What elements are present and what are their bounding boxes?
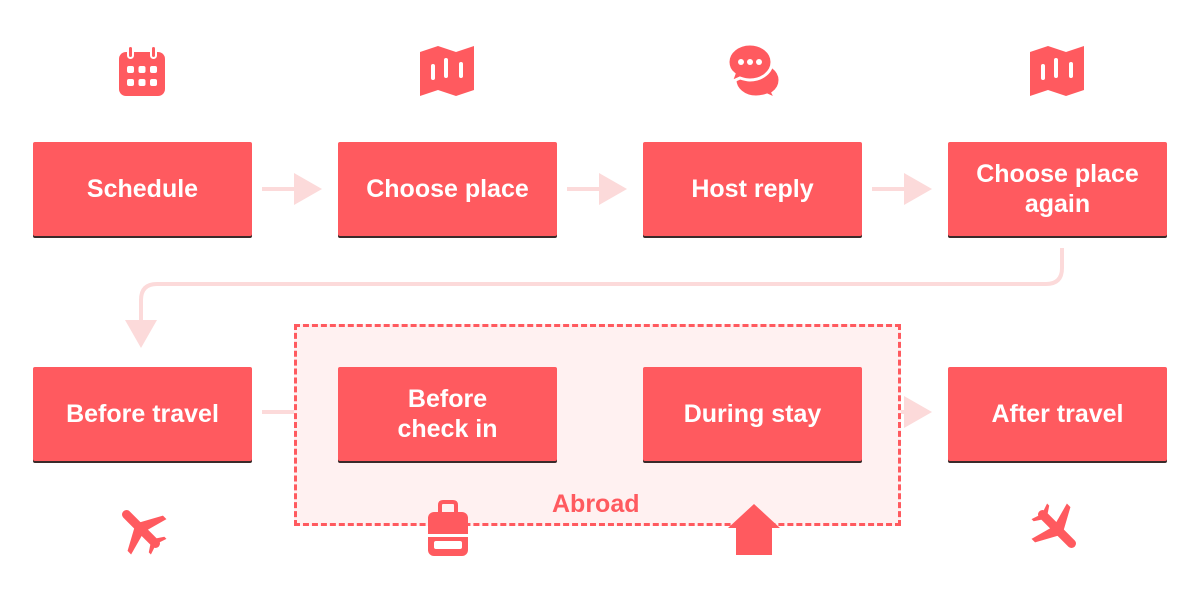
step-choose-place-label: Choose place bbox=[366, 175, 529, 203]
step-before-check-in-label-line2: check in bbox=[397, 415, 498, 443]
step-host-reply: Host reply bbox=[643, 142, 862, 236]
map-icon bbox=[420, 46, 474, 96]
step-schedule-label: Schedule bbox=[86, 175, 199, 203]
step-before-check-in-label-line1: Before bbox=[407, 385, 488, 413]
step-after-travel-label: After travel bbox=[991, 400, 1124, 428]
chat-bubbles-icon bbox=[726, 42, 782, 100]
step-choose-place: Choose place bbox=[338, 142, 557, 236]
step-host-reply-label: Host reply bbox=[691, 175, 814, 203]
map-icon bbox=[1030, 46, 1084, 96]
airplane-landing-icon bbox=[1031, 503, 1076, 548]
step-after-travel: After travel bbox=[948, 367, 1167, 461]
step-before-travel-label: Before travel bbox=[66, 400, 219, 428]
calendar-icon bbox=[119, 45, 165, 96]
step-choose-place-again-label-line1: Choose place bbox=[976, 160, 1139, 188]
step-schedule: Schedule bbox=[33, 142, 252, 236]
abroad-region-label: Abroad bbox=[552, 490, 640, 518]
arrow-choose-place-again-to-before-travel bbox=[125, 248, 1064, 348]
step-during-stay: During stay bbox=[643, 367, 862, 461]
step-before-check-in: Before check in bbox=[338, 367, 557, 461]
step-during-stay-label: During stay bbox=[683, 400, 822, 428]
airplane-icon bbox=[122, 510, 167, 555]
house-icon bbox=[728, 504, 780, 555]
step-before-travel: Before travel bbox=[33, 367, 252, 461]
step-choose-place-again: Choose place again bbox=[948, 142, 1167, 236]
step-choose-place-again-label-line2: again bbox=[1024, 190, 1091, 218]
luggage-icon bbox=[428, 500, 468, 556]
